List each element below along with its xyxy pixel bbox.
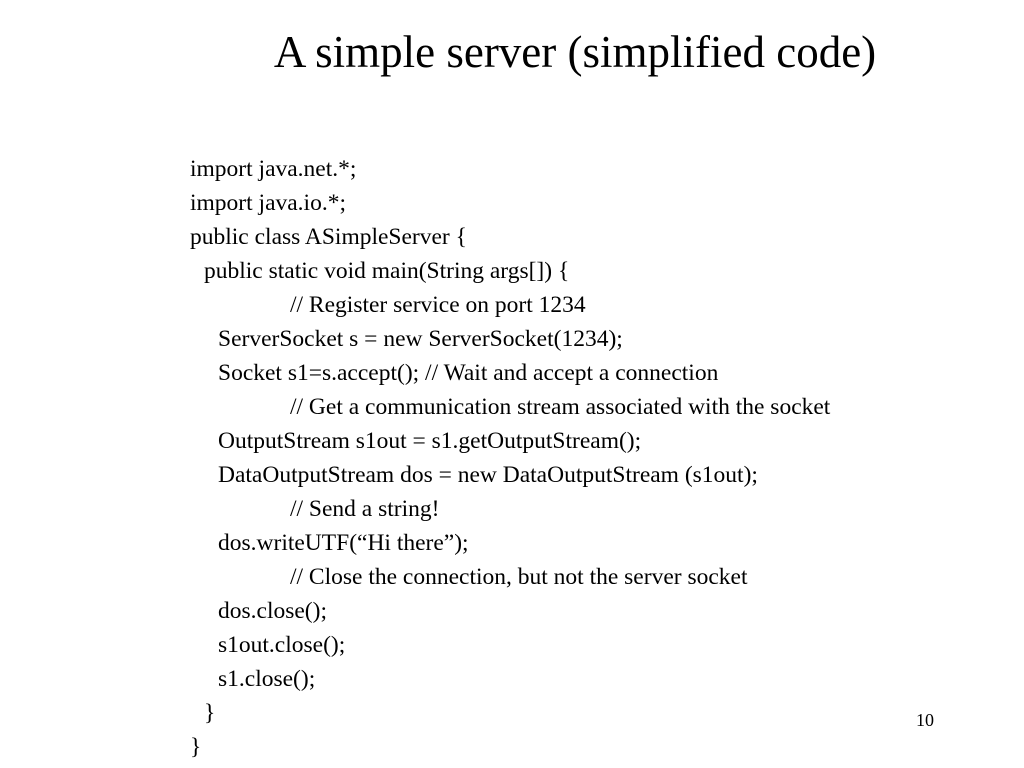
code-line: public static void main(String args[]) { (204, 258, 570, 284)
code-line: // Send a string! (290, 496, 440, 522)
code-line: // Close the connection, but not the ser… (290, 564, 748, 590)
code-line: import java.io.*; (190, 190, 346, 216)
code-line: DataOutputStream dos = new DataOutputStr… (218, 462, 758, 488)
code-line: // Register service on port 1234 (290, 292, 586, 318)
code-line: dos.writeUTF(“Hi there”); (218, 530, 469, 556)
code-line: public class ASimpleServer { (190, 224, 467, 250)
code-line: dos.close(); (218, 598, 327, 624)
code-line: ServerSocket s = new ServerSocket(1234); (218, 326, 623, 352)
slide-title: A simple server (simplified code) (273, 27, 877, 77)
code-line: Socket s1=s.accept(); // Wait and accept… (218, 360, 719, 386)
slide-number: 10 (916, 710, 934, 730)
code-line: } (204, 700, 216, 726)
code-line: import java.net.*; (190, 156, 357, 182)
code-line: // Get a communication stream associated… (290, 394, 831, 420)
code-line: OutputStream s1out = s1.getOutputStream(… (218, 428, 642, 454)
code-line: s1out.close(); (218, 632, 346, 658)
code-block: import java.net.*; import java.io.*; publi… (190, 152, 830, 764)
code-line: s1.close(); (218, 666, 316, 692)
code-line: } (190, 734, 202, 760)
